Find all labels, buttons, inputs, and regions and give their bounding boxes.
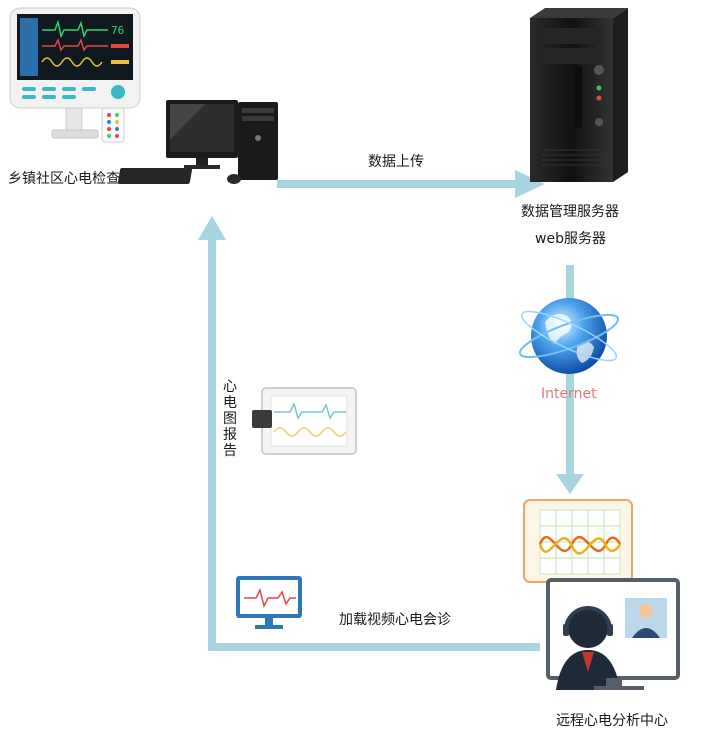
arrow-data-upload <box>277 170 545 198</box>
label-ecg-report-vertical: 心 电 图 报 告 <box>223 379 237 459</box>
video-monitor-ecg-icon <box>236 576 302 629</box>
label-ecg-report-char: 报 <box>223 427 237 443</box>
label-remote-ecg-center: 远程心电分析中心 <box>556 713 668 729</box>
label-video-consultation: 加载视频心电会诊 <box>339 612 451 628</box>
ecg-patient-monitor-icon: 76 <box>9 7 141 143</box>
label-data-management-server: 数据管理服务器 <box>521 204 619 220</box>
arrow-center-to-township <box>198 216 540 651</box>
label-ecg-report-char: 心 <box>223 379 237 395</box>
label-ecg-report-char: 图 <box>223 411 237 427</box>
doctor-headset-workstation-icon <box>546 578 680 690</box>
internet-globe-icon <box>518 298 620 374</box>
label-web-server: web服务器 <box>535 231 606 247</box>
label-ecg-report-char: 电 <box>223 395 237 411</box>
label-internet: Internet <box>541 386 597 402</box>
desktop-computer-icon <box>117 100 278 184</box>
label-data-upload: 数据上传 <box>368 154 424 170</box>
label-ecg-report-char: 告 <box>223 443 237 459</box>
ecg-analysis-chart-bubble-icon <box>523 499 633 599</box>
label-township-ecg: 乡镇社区心电检查 <box>8 171 120 187</box>
monitor-heart-rate-readout: 76 <box>111 24 124 37</box>
ecg-report-clipboard-icon <box>252 387 357 455</box>
tower-server-icon <box>530 8 628 182</box>
